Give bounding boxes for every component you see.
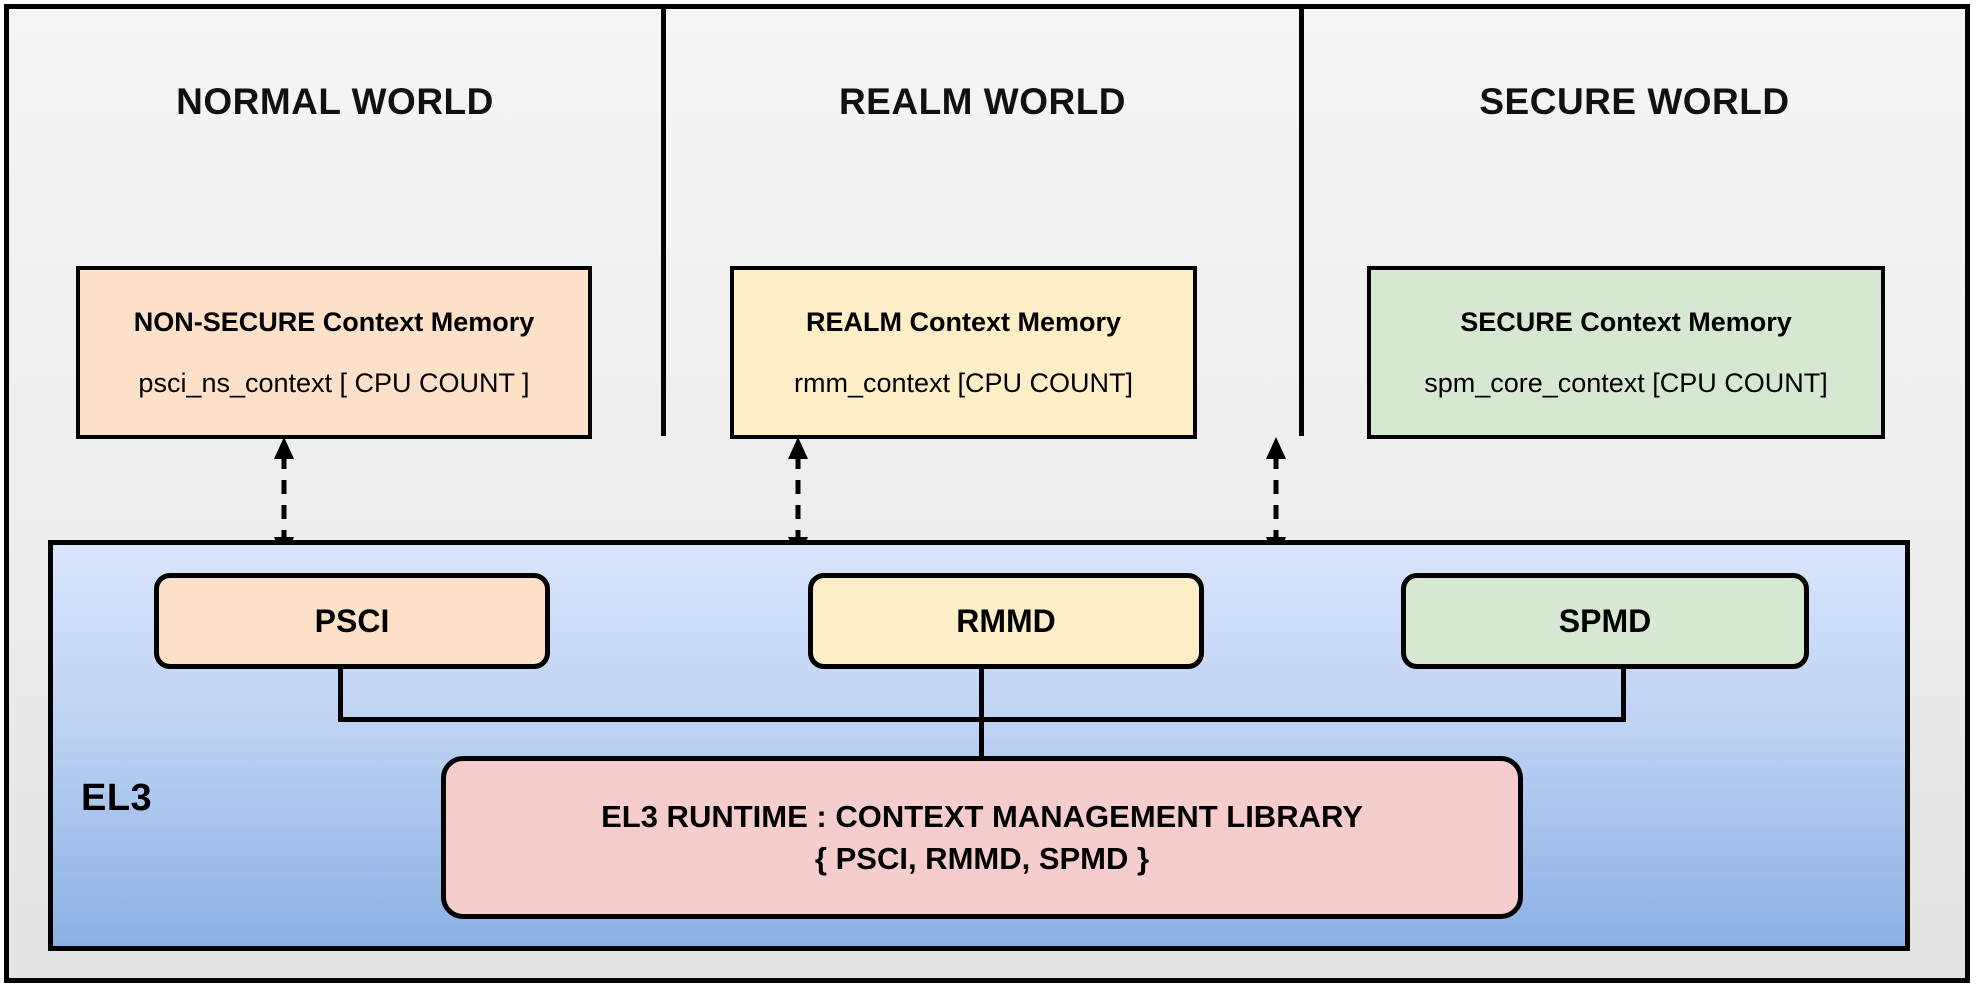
context-memory-title-non-secure: NON-SECURE Context Memory — [133, 306, 535, 337]
context-memory-box-non-secure: NON-SECURE Context Memory psci_ns_contex… — [76, 266, 592, 439]
context-memory-box-secure: SECURE Context Memory spm_core_context [… — [1367, 266, 1885, 439]
library-line-2: { PSCI, RMMD, SPMD } — [814, 840, 1150, 876]
context-memory-subtitle-realm: rmm_context [CPU COUNT] — [793, 367, 1134, 398]
service-box-psci[interactable]: PSCI — [154, 573, 550, 669]
context-memory-subtitle-secure: spm_core_context [CPU COUNT] — [1424, 367, 1828, 398]
context-memory-subtitle-non-secure: psci_ns_context [ CPU COUNT ] — [138, 367, 530, 398]
connector-rmmd-vertical — [979, 668, 984, 721]
connector-bus-to-library — [979, 717, 984, 759]
service-box-rmmd[interactable]: RMMD — [808, 573, 1204, 669]
world-title-realm: REALM WORLD — [838, 81, 1127, 122]
connector-psci-vertical — [338, 668, 343, 721]
context-management-library-box[interactable]: EL3 RUNTIME : CONTEXT MANAGEMENT LIBRARY… — [441, 756, 1523, 919]
library-line-1: EL3 RUNTIME : CONTEXT MANAGEMENT LIBRARY — [601, 798, 1363, 834]
outer-frame: NORMAL WORLD REALM WORLD SECURE WORLD NO… — [4, 4, 1970, 983]
connector-spmd-vertical — [1621, 668, 1626, 721]
el3-label: EL3 — [81, 777, 153, 819]
service-box-spmd[interactable]: SPMD — [1401, 573, 1809, 669]
world-title-normal: NORMAL WORLD — [176, 81, 494, 122]
world-divider-normal-realm — [661, 9, 666, 436]
world-title-secure: SECURE WORLD — [1479, 81, 1790, 122]
context-memory-title-realm: REALM Context Memory — [805, 306, 1122, 337]
world-divider-realm-secure — [1299, 9, 1304, 436]
context-memory-title-secure: SECURE Context Memory — [1460, 306, 1792, 337]
context-memory-box-realm: REALM Context Memory rmm_context [CPU CO… — [730, 266, 1197, 439]
